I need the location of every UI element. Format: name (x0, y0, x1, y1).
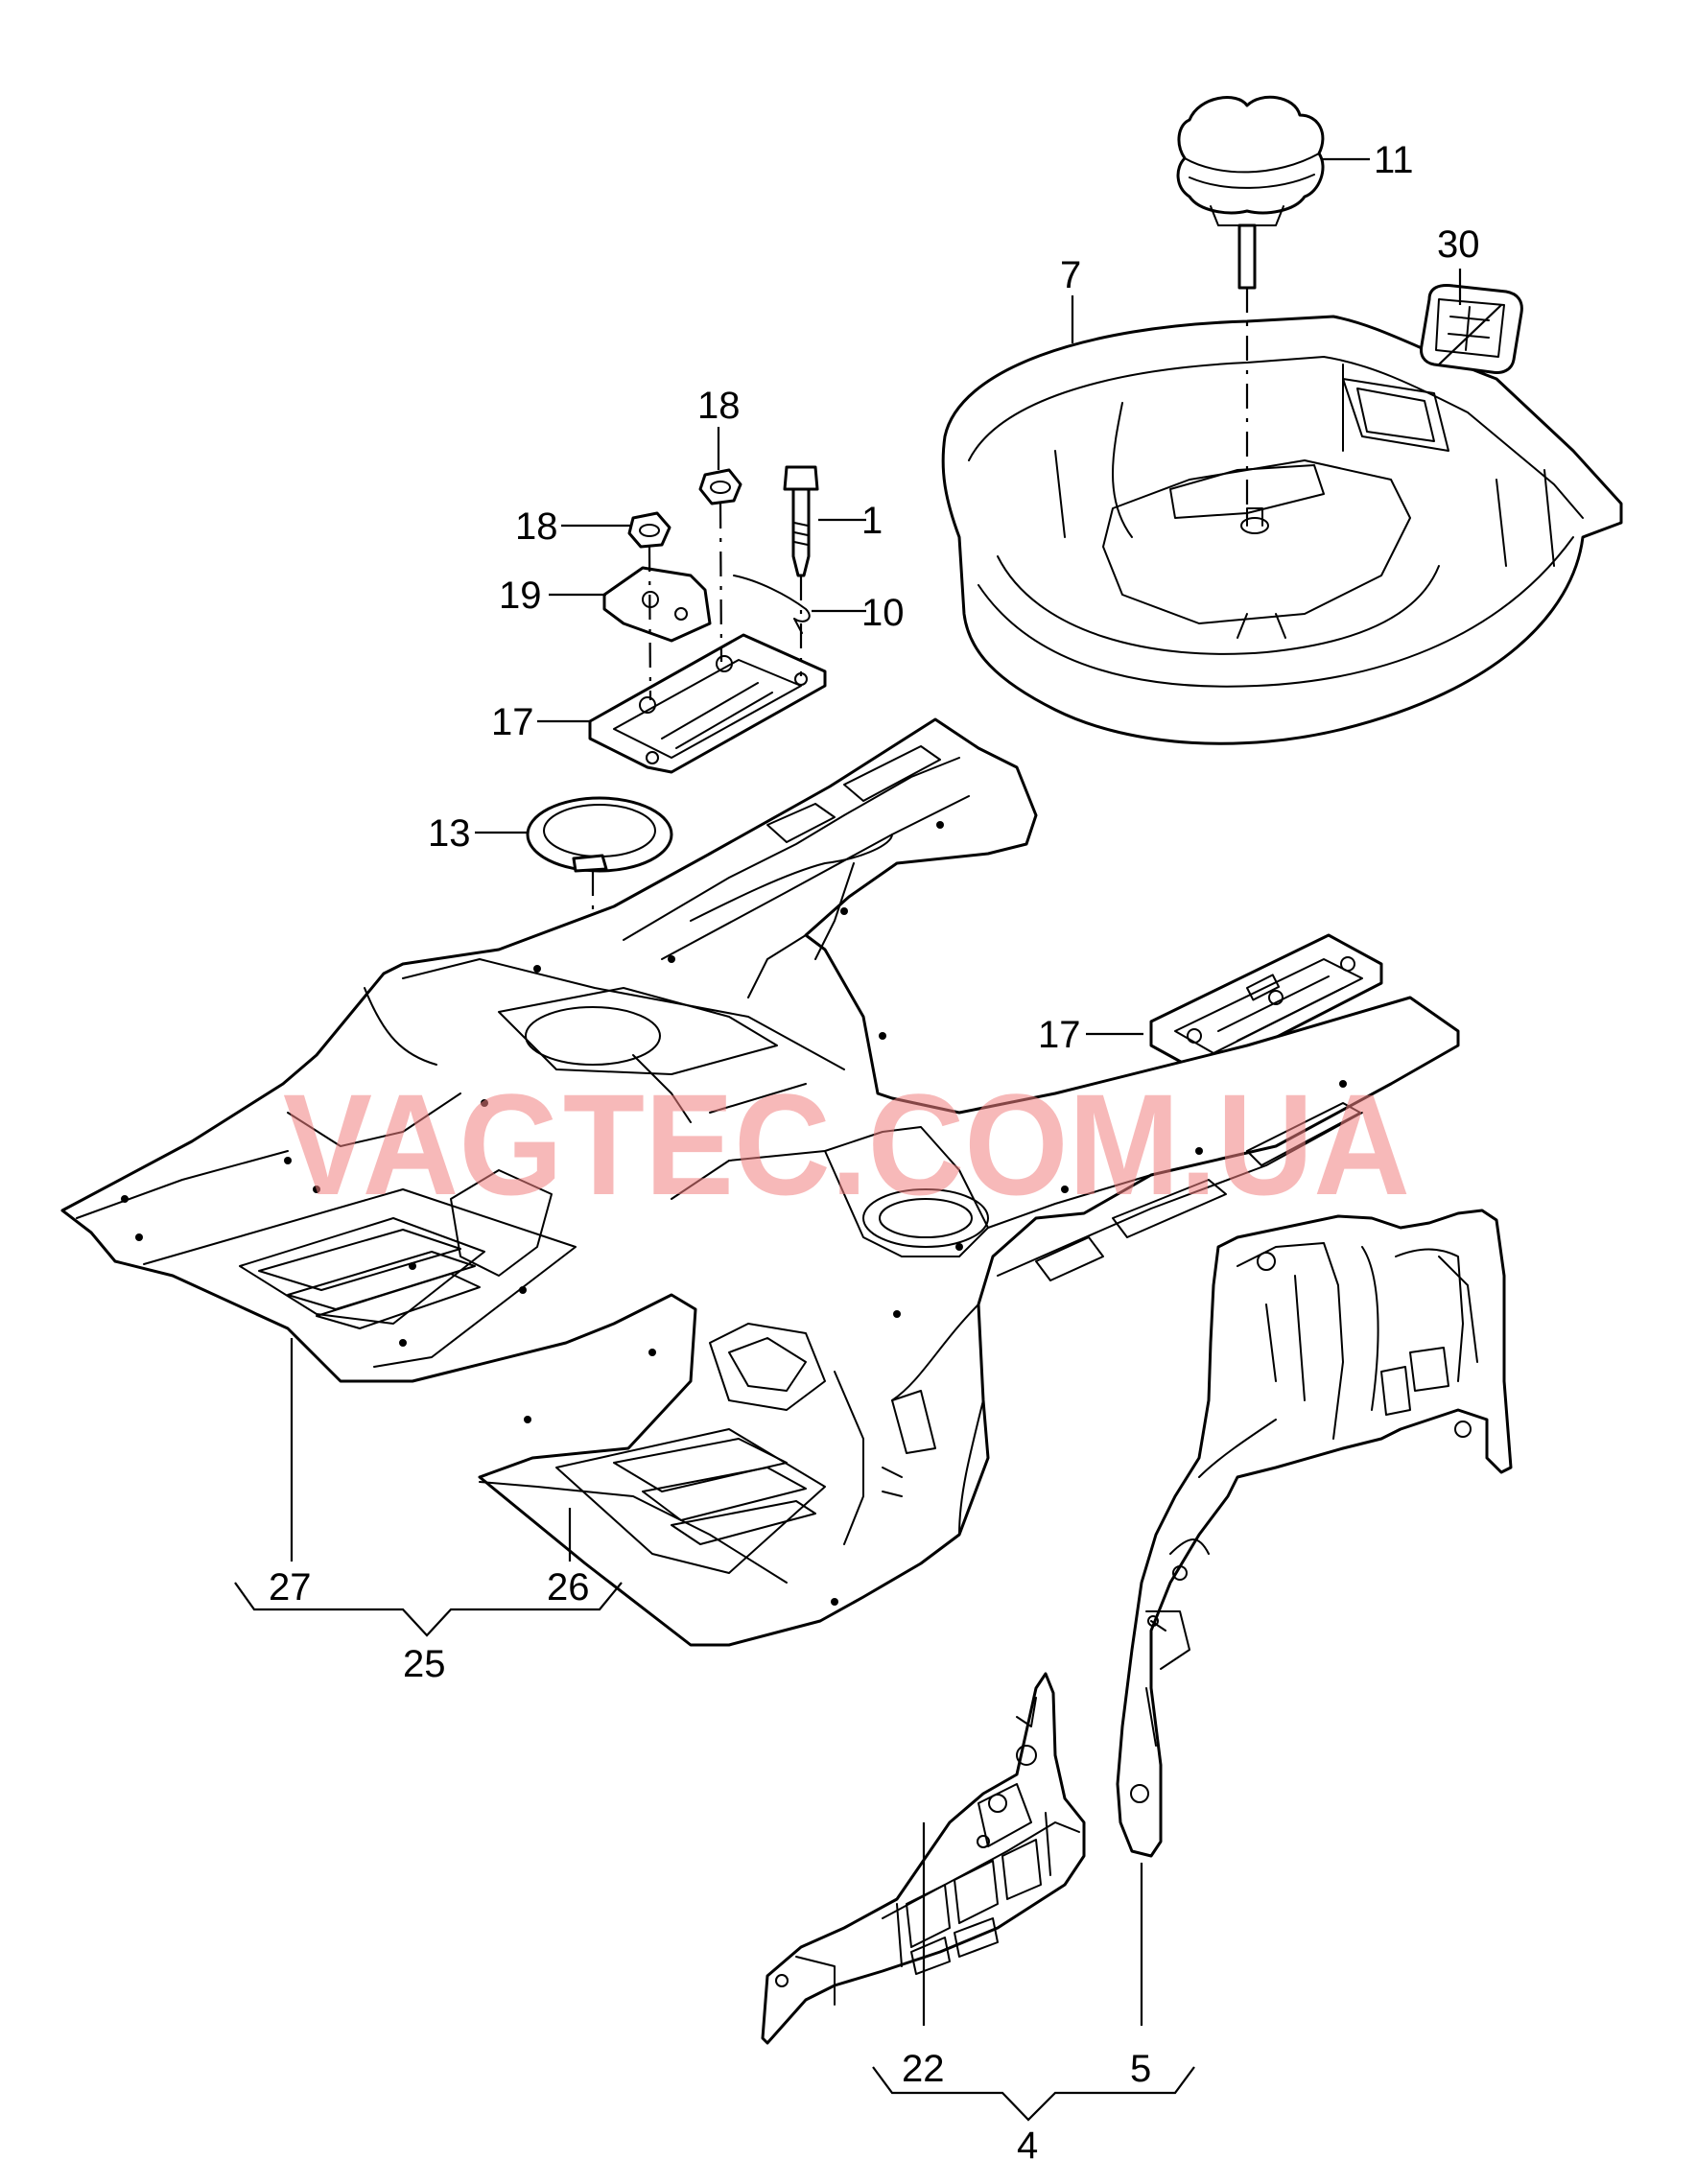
callout-11: 11 (1374, 139, 1414, 181)
callout-27: 27 (269, 1566, 312, 1609)
watermark: VAGTEC.COM.UA (283, 1064, 1410, 1225)
inner-wheel-housing-part (1116, 1209, 1513, 1858)
callout-5: 5 (1130, 2048, 1151, 2090)
callout-17-lower: 17 (1038, 1014, 1081, 1056)
spare-wheel-well-part (941, 315, 1623, 745)
rivet-holes (121, 821, 1347, 1606)
bracket-upper-part (588, 465, 827, 774)
callout-19: 19 (499, 575, 542, 617)
callout-4: 4 (1017, 2125, 1038, 2167)
hold-down-knob-part (1176, 95, 1325, 526)
callout-7: 7 (1060, 254, 1081, 296)
callout-10: 10 (861, 592, 905, 634)
callout-30: 30 (1437, 223, 1480, 266)
callout-26: 26 (547, 1566, 590, 1609)
callout-labels: 11 30 7 18 18 1 19 10 17 13 17 27 26 25 … (269, 139, 1480, 2167)
callout-1: 1 (861, 500, 883, 542)
callout-18-top: 18 (697, 385, 741, 427)
callout-22: 22 (902, 2048, 945, 2090)
callout-17-upper: 17 (491, 701, 534, 743)
group-brackets (234, 1582, 1195, 2122)
callout-18-left: 18 (515, 505, 558, 548)
callout-13: 13 (428, 812, 471, 855)
cover-part (1420, 284, 1523, 374)
side-member-part (761, 1672, 1086, 2045)
bracket-lower-part (1149, 933, 1383, 1071)
callout-25: 25 (403, 1643, 446, 1685)
floor-pan-part (60, 717, 1460, 1647)
leader-lines (290, 157, 1502, 2026)
